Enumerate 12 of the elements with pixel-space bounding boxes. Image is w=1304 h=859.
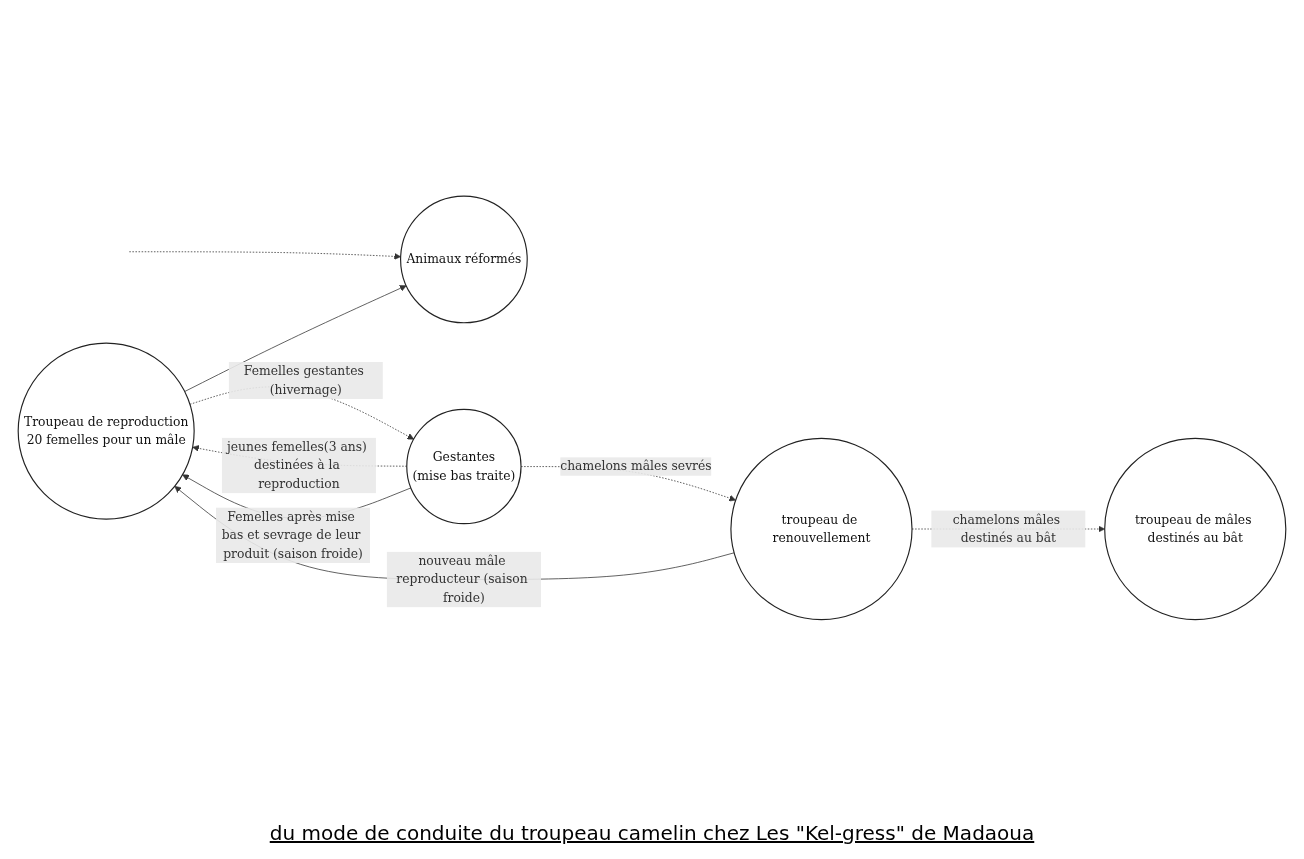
edge-label: jeunes femelles(3 ans) destinées à la reproduction [226,438,367,491]
node-circle: Troupeau de reproduction 20 femelles pour un mâle [17,342,195,520]
edge-label: nouveau mâle reproducteur (saison froide) [396,552,528,605]
edge-label: chamelons mâles sevrés [560,458,712,474]
node-circle: troupeau de renouvellement [730,437,913,620]
caption: du mode de conduite du troupeau camelin chez Les "Kel-gress" de Madaoua [269,821,1035,845]
node-circle: Gestantes (mise bas traite) [406,408,522,524]
edge-label: Femelles après mise bas et sevrage de leur produit (saison froide) [221,508,363,561]
node-circle: troupeau de mâles destinés au bât [1104,437,1287,620]
node-circle: Animaux réformés [400,195,528,323]
edge-label: chamelons mâles destinés au bât [952,511,1061,545]
edge-label: Femelles gestantes (hivernage) [243,363,364,397]
